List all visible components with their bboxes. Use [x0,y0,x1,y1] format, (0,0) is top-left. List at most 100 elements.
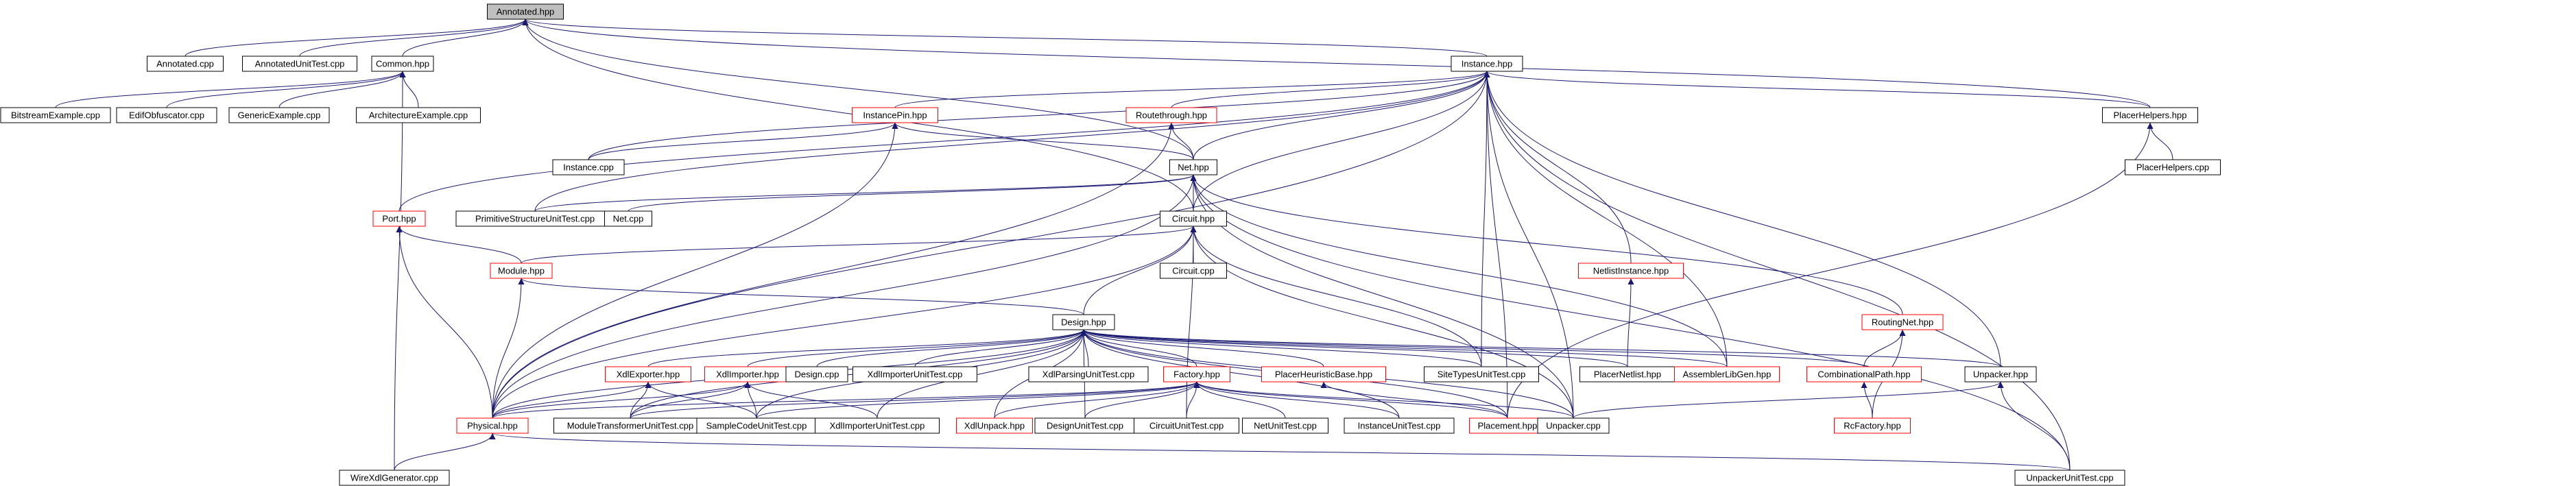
node-box[interactable] [605,366,691,382]
node-box[interactable] [604,210,652,227]
node-box[interactable] [0,107,111,123]
node-edifobfuscator-cpp[interactable]: EdifObfuscator.cpp [116,107,217,123]
node-design-hpp[interactable]: Design.hpp [1052,314,1115,330]
node-routethrough-hpp[interactable]: Routethrough.hpp [1125,107,1217,123]
node-assemblerlibgen-hpp[interactable]: AssemblerLibGen.hpp [1674,366,1780,382]
node-design-cpp[interactable]: Design.cpp [785,366,848,382]
node-xdlimporter-hpp[interactable]: XdlImporter.hpp [704,366,791,382]
node-box[interactable] [371,56,434,72]
node-label: SiteTypesUnitTest.cpp [1438,369,1526,379]
node-box[interactable] [1134,417,1239,434]
node-placerhelpers-hpp[interactable]: PlacerHelpers.hpp [2102,107,2198,123]
node-samplecodeunittest-cpp[interactable]: SampleCodeUnitTest.cpp [696,417,817,434]
node-instancepin-hpp[interactable]: InstancePin.hpp [852,107,938,123]
node-box[interactable] [1537,417,1610,434]
node-box[interactable] [1861,314,1944,330]
node-box[interactable] [1052,314,1115,330]
node-box[interactable] [147,56,224,72]
node-box[interactable] [1674,366,1780,382]
node-sitetypesunittest-cpp[interactable]: SiteTypesUnitTest.cpp [1424,366,1539,382]
node-xdlexporter-hpp[interactable]: XdlExporter.hpp [605,366,691,382]
node-box[interactable] [1834,417,1911,434]
node-factory-hpp[interactable]: Factory.hpp [1163,366,1230,382]
edge-xdlexporter_hpp-to-design_hpp [647,329,1087,367]
node-box[interactable] [1964,366,2037,382]
node-box[interactable] [1125,107,1217,123]
node-box[interactable] [1028,366,1149,382]
node-designunittest-cpp[interactable]: DesignUnitTest.cpp [1034,417,1136,434]
node-box[interactable] [339,470,450,486]
node-box[interactable] [852,107,938,123]
node-box[interactable] [1160,263,1227,279]
node-box[interactable] [1163,366,1230,382]
node-box[interactable] [242,56,357,72]
node-combinationalpath-hpp[interactable]: CombinationalPath.hpp [1806,366,1922,382]
node-xdlparsingunittest-cpp[interactable]: XdlParsingUnitTest.cpp [1028,366,1149,382]
node-netlistinstance-hpp[interactable]: NetlistInstance.hpp [1578,263,1684,279]
node-box[interactable] [487,3,564,20]
node-common-hpp[interactable]: Common.hpp [371,56,434,72]
node-physical-hpp[interactable]: Physical.hpp [456,417,529,434]
node-genericexample-cpp[interactable]: GenericExample.cpp [228,107,330,123]
node-placerheuristicbase-hpp[interactable]: PlacerHeuristicBase.hpp [1261,366,1386,382]
node-box[interactable] [1451,56,1523,72]
node-circuitunittest-cpp[interactable]: CircuitUnitTest.cpp [1134,417,1239,434]
node-box[interactable] [2014,470,2125,486]
node-moduletransformerunittest-cpp[interactable]: ModuleTransformerUnitTest.cpp [553,417,707,434]
node-box[interactable] [1806,366,1922,382]
node-routingnet-hpp[interactable]: RoutingNet.hpp [1861,314,1944,330]
node-unpacker-hpp[interactable]: Unpacker.hpp [1964,366,2037,382]
node-module-hpp[interactable]: Module.hpp [490,263,553,279]
node-box[interactable] [372,210,426,227]
node-box[interactable] [1169,159,1217,175]
node-net-cpp[interactable]: Net.cpp [604,210,652,227]
node-netunittest-cpp[interactable]: NetUnitTest.cpp [1242,417,1328,434]
node-box[interactable] [228,107,330,123]
node-unpacker-cpp[interactable]: Unpacker.cpp [1537,417,1610,434]
node-circuit-hpp[interactable]: Circuit.hpp [1160,210,1227,227]
node-bitstreamexample-cpp[interactable]: BitstreamExample.cpp [0,107,111,123]
node-rcfactory-hpp[interactable]: RcFactory.hpp [1834,417,1911,434]
node-circuit-cpp[interactable]: Circuit.cpp [1160,263,1227,279]
node-box[interactable] [785,366,848,382]
node-annotated-cpp[interactable]: Annotated.cpp [147,56,224,72]
node-box[interactable] [2102,107,2198,123]
node-placerhelpers-cpp[interactable]: PlacerHelpers.cpp [2125,159,2221,175]
node-xdlunpack-hpp[interactable]: XdlUnpack.hpp [956,417,1033,434]
node-architectureexample-cpp[interactable]: ArchitectureExample.cpp [356,107,481,123]
node-annotated-hpp[interactable]: Annotated.hpp [487,3,564,20]
node-net-hpp[interactable]: Net.hpp [1169,159,1217,175]
node-box[interactable] [1160,210,1227,227]
node-placernetlist-hpp[interactable]: PlacerNetlist.hpp [1579,366,1675,382]
node-box[interactable] [852,366,977,382]
node-box[interactable] [1242,417,1328,434]
edge-circuitunittest_cpp-to-circuit_hpp [1186,226,1197,419]
node-xdlimporterunittest-cpp-top[interactable]: XdlImporterUnitTest.cpp [852,366,977,382]
node-box[interactable] [456,417,529,434]
node-box[interactable] [116,107,217,123]
node-instance-cpp[interactable]: Instance.cpp [552,159,625,175]
node-unpackerunittest-cpp[interactable]: UnpackerUnitTest.cpp [2014,470,2125,486]
node-annotatedunittest-cpp[interactable]: AnnotatedUnitTest.cpp [242,56,357,72]
node-label: PlacerHeuristicBase.hpp [1275,369,1372,379]
node-port-hpp[interactable]: Port.hpp [372,210,426,227]
node-instance-hpp[interactable]: Instance.hpp [1451,56,1523,72]
node-box[interactable] [552,159,625,175]
node-placement-hpp[interactable]: Placement.hpp [1469,417,1546,434]
node-label: ModuleTransformerUnitTest.cpp [567,420,693,430]
node-instanceunittest-cpp[interactable]: InstanceUnitTest.cpp [1344,417,1455,434]
node-box[interactable] [1261,366,1386,382]
node-box[interactable] [356,107,481,123]
node-box[interactable] [490,263,553,279]
node-box[interactable] [1578,263,1684,279]
node-box[interactable] [956,417,1033,434]
node-box[interactable] [1424,366,1539,382]
node-wirexdlgenerator-cpp[interactable]: WireXdlGenerator.cpp [339,470,450,486]
node-xdlimporterunittest-cpp[interactable]: XdlImporterUnitTest.cpp [815,417,940,434]
node-label: PlacerHelpers.cpp [2136,162,2209,172]
node-box[interactable] [1344,417,1455,434]
edge-instance_hpp-to-annotated_hpp [522,19,1488,57]
node-box[interactable] [815,417,940,434]
node-primitivestructureunittest-cpp[interactable]: PrimitiveStructureUnitTest.cpp [455,210,615,227]
node-box[interactable] [2125,159,2221,175]
